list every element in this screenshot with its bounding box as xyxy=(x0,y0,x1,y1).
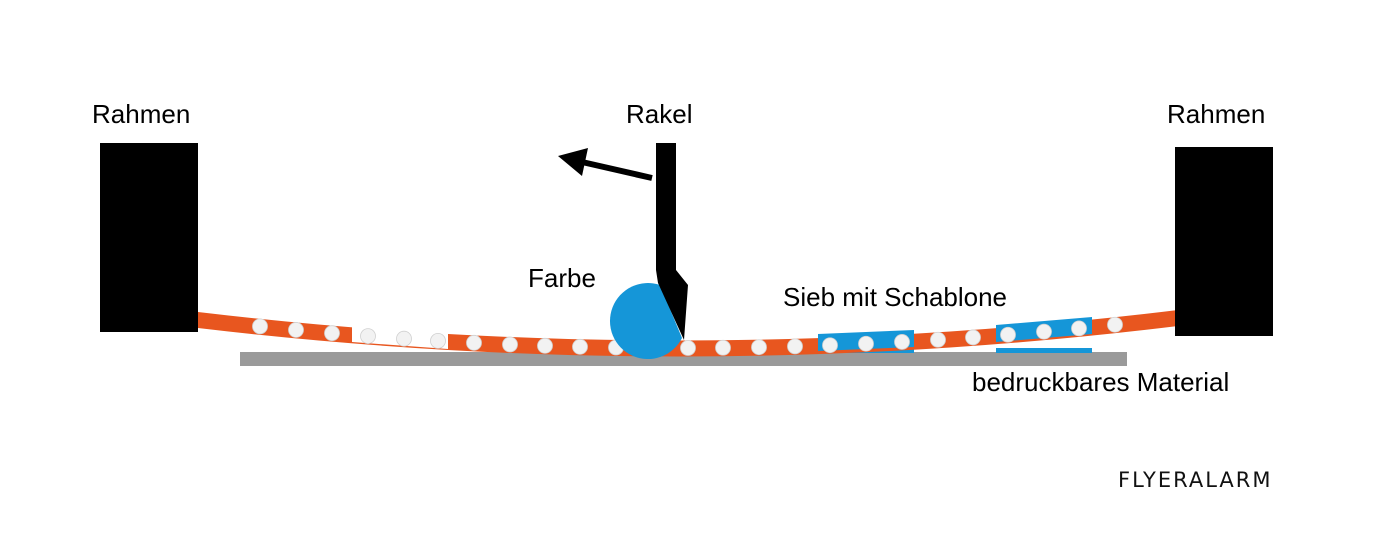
squeegee-blade xyxy=(656,143,688,340)
mesh-bead xyxy=(787,338,803,355)
mesh-bead xyxy=(680,340,696,356)
squeegee-label: Rakel xyxy=(626,99,693,129)
mesh-bead xyxy=(502,336,518,353)
brand-logo: FLYERALARM xyxy=(1118,468,1273,492)
mesh-bead xyxy=(965,329,981,346)
mesh-bead xyxy=(537,337,553,354)
mesh-bead xyxy=(751,339,767,356)
mesh-bead xyxy=(252,318,268,335)
mesh-bead xyxy=(1071,320,1087,337)
frame-right-label: Rahmen xyxy=(1167,99,1266,129)
frame-left-label: Rahmen xyxy=(92,99,191,129)
mesh-bead xyxy=(466,334,482,351)
mesh-bead xyxy=(930,331,946,348)
mesh-bead xyxy=(1000,326,1016,343)
substrate-label: bedruckbares Material xyxy=(972,367,1230,397)
mesh-beads xyxy=(252,316,1123,356)
mesh-bead xyxy=(288,322,304,338)
mesh-bead xyxy=(572,338,588,355)
frame-left xyxy=(100,143,198,332)
mesh-bead xyxy=(1107,316,1123,333)
arrow-left-icon xyxy=(558,148,653,181)
screen-label: Sieb mit Schablone xyxy=(783,282,1008,312)
substrate-bar xyxy=(240,352,1127,366)
mesh-bead xyxy=(1036,323,1052,340)
mesh-bead xyxy=(894,334,910,350)
mesh-bead xyxy=(430,332,446,349)
mesh-bead xyxy=(858,335,874,352)
mesh-bead xyxy=(715,339,731,356)
ink-blob xyxy=(609,283,682,360)
mesh-bead xyxy=(324,325,340,342)
mesh-bead xyxy=(822,337,838,354)
frame-right xyxy=(1175,147,1273,336)
ink-deposit xyxy=(996,348,1092,353)
ink-label: Farbe xyxy=(528,263,596,293)
mesh-bead xyxy=(396,330,412,347)
mesh-bead xyxy=(360,328,376,344)
